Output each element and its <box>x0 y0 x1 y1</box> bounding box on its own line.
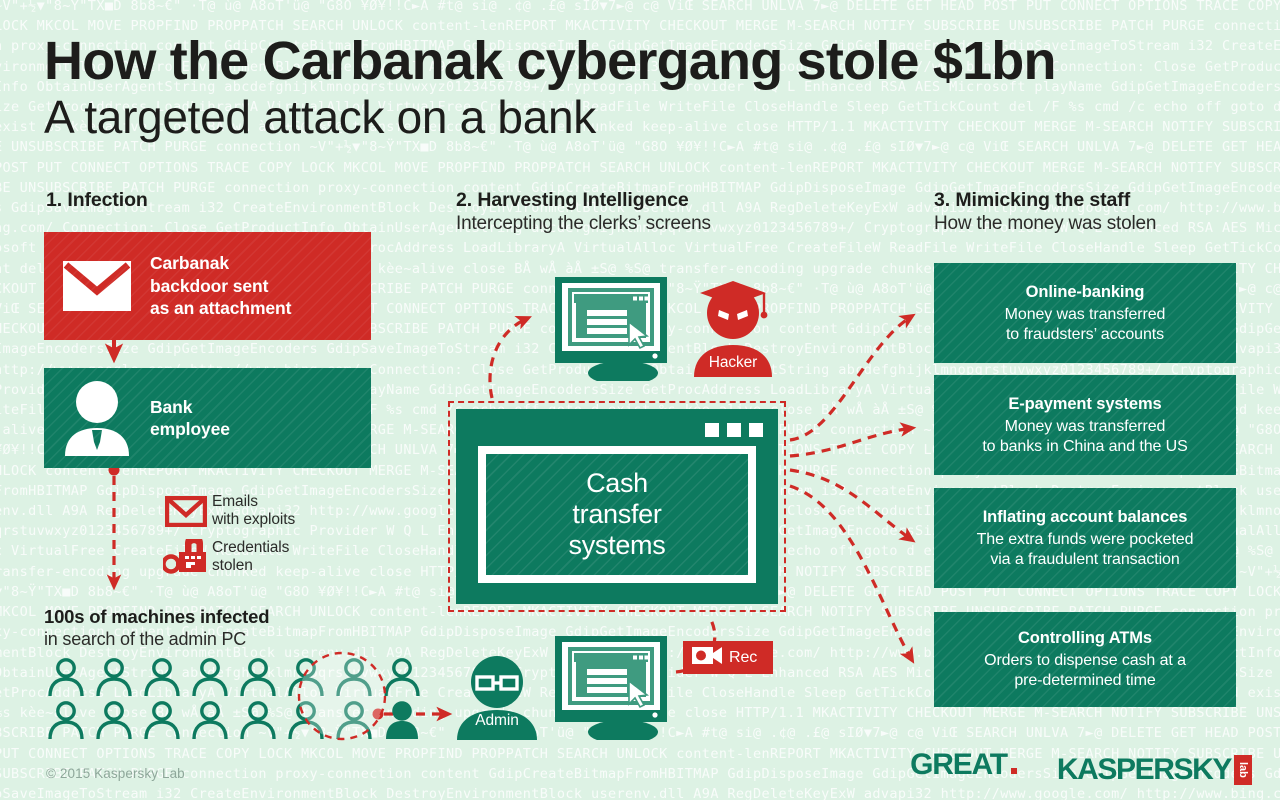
section-1-title: 1. Infection <box>46 189 148 211</box>
section-3-title: 3. Mimicking the staff <box>934 189 1131 211</box>
card-controlling-atms-desc: Orders to dispense cash at a pre-determi… <box>984 652 1186 689</box>
cash-transfer-label: Cash transfer systems <box>568 468 666 560</box>
cash-transfer-window: Cash transfer systems <box>448 401 786 612</box>
machine-person-icon <box>334 658 382 701</box>
card-online-banking: Online-banking Money was transferred to … <box>934 263 1236 363</box>
machine-person-icon <box>190 658 238 701</box>
card-online-banking-desc: Money was transferred to fraudsters’ acc… <box>1004 305 1166 343</box>
machine-person-icon <box>238 701 286 744</box>
machines-row <box>46 658 436 701</box>
machine-person-icon <box>94 658 142 701</box>
machines-grid <box>46 658 436 744</box>
admin-avatar-icon: Admin <box>455 644 539 740</box>
card-bank-employee: Bank employee <box>44 368 371 468</box>
section-head-2: 2. Harvesting Intelligence Intercepting … <box>456 189 711 235</box>
section-2-title: 2. Harvesting Intelligence <box>456 189 689 211</box>
video-camera-icon <box>692 646 722 670</box>
machine-person-icon <box>190 701 238 744</box>
card-inflating-account-balances-desc: The extra funds were pocketed via a frau… <box>976 530 1194 568</box>
employee-icon <box>44 380 150 456</box>
card-controlling-atms-title: Controlling ATMs <box>1017 629 1153 647</box>
section-2-subtitle: Intercepting the clerks’ screens <box>456 213 711 234</box>
legend-label: Credentials stolen <box>212 538 290 575</box>
great-logo-text: GREAT <box>910 748 1008 781</box>
machines-subline: in search of the admin PC <box>44 629 247 649</box>
card-bank-employee-text: Bank employee <box>150 396 230 440</box>
rec-label: Rec <box>729 648 758 666</box>
envelope-icon <box>44 261 150 311</box>
admin-label: Admin <box>475 712 519 729</box>
machine-person-icon <box>382 658 430 701</box>
machine-person-icon <box>46 658 94 701</box>
great-logo: GREAT <box>910 748 1017 792</box>
padlock-key-icon <box>160 539 212 575</box>
monitor-icon <box>555 636 667 745</box>
window-controls-dots-icon <box>705 423 763 437</box>
section-3-subtitle: How the money was stolen <box>934 213 1157 234</box>
page-subtitle: A targeted attack on a bank <box>44 91 596 143</box>
card-inflating-account-balances: Inflating account balances The extra fun… <box>934 488 1236 588</box>
cash-transfer-screen: Cash transfer systems <box>486 454 748 575</box>
copyright-text: © 2015 Kaspersky Lab <box>46 766 185 781</box>
hacker-label: Hacker <box>708 354 758 371</box>
machine-person-icon <box>94 701 142 744</box>
section-head-1: 1. Infection <box>46 189 148 212</box>
card-carbanak-backdoor: Carbanak backdoor sent as an attachment <box>44 232 371 340</box>
legend-label: Emails with exploits <box>212 492 296 529</box>
card-e-payment-systems: E-payment systems Money was transferred … <box>934 375 1236 475</box>
section-head-3: 3. Mimicking the staff How the money was… <box>934 189 1156 235</box>
machine-person-icon <box>142 701 190 744</box>
card-e-payment-systems-title: E-payment systems <box>1008 394 1162 413</box>
card-carbanak-backdoor-text: Carbanak backdoor sent as an attachment <box>150 253 292 319</box>
card-controlling-atms: Controlling ATMs Orders to dispense cash… <box>934 612 1236 707</box>
machine-person-icon <box>238 658 286 701</box>
machine-person-icon <box>286 658 334 701</box>
kaspersky-logo-text: KASPERSKY <box>1056 753 1233 786</box>
card-online-banking-title: Online-banking <box>1025 282 1145 301</box>
kaspersky-lab-badge: lab <box>1234 755 1252 785</box>
card-e-payment-systems-desc: Money was transferred to banks in China … <box>982 417 1188 455</box>
hacker-avatar-icon: Hacker <box>690 263 776 377</box>
cash-transfer-window-frame: Cash transfer systems <box>456 409 778 604</box>
rec-badge: Rec <box>683 641 773 674</box>
title-block: How the Carbanak cybergang stole $1bn A … <box>44 30 1056 144</box>
machine-person-icon <box>142 658 190 701</box>
machines-row <box>46 701 436 744</box>
page-title: How the Carbanak cybergang stole $1bn <box>44 31 1056 91</box>
card-inflating-account-balances-title: Inflating account balances <box>982 507 1188 526</box>
machines-headline: 100s of machines infected <box>44 606 270 627</box>
legend-row: Emails with exploits <box>160 488 295 534</box>
envelope-icon <box>160 495 212 527</box>
machines-headline-block: 100s of machines infected in search of t… <box>44 606 270 650</box>
legend-exploit-list: Emails with exploits Credentials stolen <box>160 488 295 580</box>
machine-person-icon-highlighted <box>382 701 430 744</box>
machine-person-icon <box>46 701 94 744</box>
cash-transfer-inner-frame: Cash transfer systems <box>478 446 756 583</box>
legend-row: Credentials stolen <box>160 534 295 580</box>
machine-highlight-circle-icon <box>297 651 387 741</box>
monitor-icon <box>555 277 667 386</box>
great-logo-dot-icon <box>1010 768 1017 774</box>
